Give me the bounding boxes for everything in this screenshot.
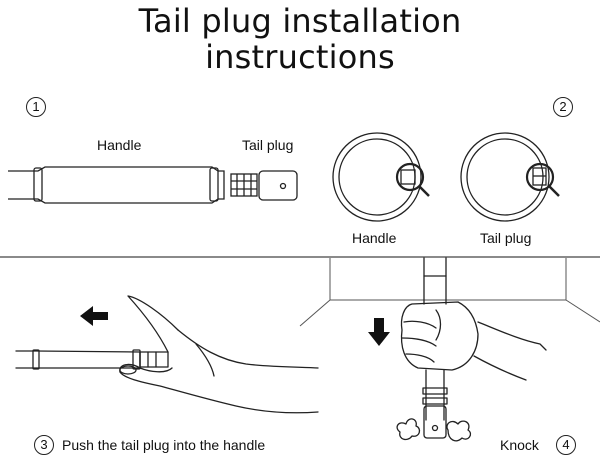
step-1-number: 1 [26, 97, 46, 117]
arrow-down-icon [368, 318, 390, 346]
step-4-frame-lines [299, 258, 600, 327]
step-1-tail-plug-label: Tail plug [242, 137, 294, 153]
step-4-caption: Knock [500, 437, 539, 453]
step-1-handle-drawing [8, 166, 225, 204]
step-2-tail-plug-end-view [460, 132, 560, 222]
step-2-tail-plug-label: Tail plug [480, 230, 532, 246]
step-3-number: 3 [34, 435, 54, 455]
step-4-number: 4 [556, 435, 576, 455]
step-2-handle-label: Handle [352, 230, 397, 246]
step-1-handle-label: Handle [97, 137, 142, 153]
step-2-handle-end-view [332, 132, 430, 222]
step-4-fist-drawing [396, 257, 547, 442]
step-2-number: 2 [553, 97, 573, 117]
page-title-line-2: instructions [205, 38, 395, 76]
step-3-hand-drawing [15, 295, 319, 414]
step-3-caption: Push the tail plug into the handle [62, 437, 266, 453]
page-title-line-1: Tail plug installation [138, 2, 462, 40]
step-1-tail-plug-drawing [230, 170, 298, 201]
arrow-left-icon [80, 306, 108, 326]
